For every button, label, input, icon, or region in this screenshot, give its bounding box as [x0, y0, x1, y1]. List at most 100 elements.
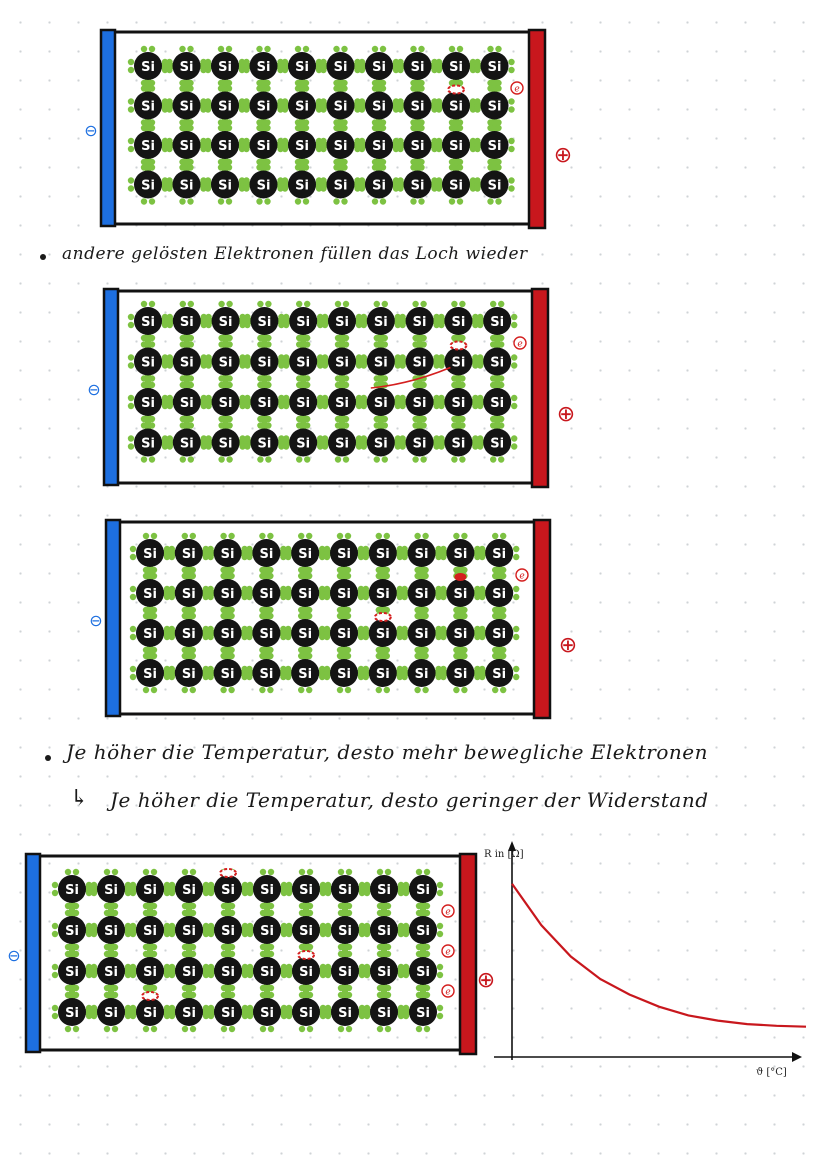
svg-text:Si: Si [453, 627, 467, 642]
svg-text:Si: Si [416, 924, 430, 939]
svg-text:Si: Si [182, 547, 196, 562]
svg-text:Si: Si [141, 356, 155, 371]
x-axis-arrowhead [792, 1052, 802, 1062]
svg-text:Si: Si [453, 547, 467, 562]
svg-text:Si: Si [296, 396, 310, 411]
svg-text:Si: Si [65, 883, 79, 898]
svg-text:Si: Si [488, 179, 502, 194]
svg-text:Si: Si [490, 315, 504, 330]
svg-text:Si: Si [259, 587, 273, 602]
free-electron-label: e [519, 572, 524, 582]
svg-text:Si: Si [334, 100, 348, 115]
svg-text:Si: Si [259, 627, 273, 642]
svg-text:Si: Si [141, 396, 155, 411]
svg-text:Si: Si [180, 356, 194, 371]
svg-text:Si: Si [298, 627, 312, 642]
svg-text:Si: Si [338, 883, 352, 898]
svg-text:Si: Si [449, 60, 463, 75]
minus-symbol: ⊖ [7, 946, 20, 965]
note-temperature-electrons: Je höher die Temperatur, desto mehr bewe… [66, 740, 708, 764]
svg-text:Si: Si [182, 587, 196, 602]
svg-text:Si: Si [337, 547, 351, 562]
svg-text:Si: Si [451, 396, 465, 411]
svg-text:Si: Si [180, 315, 194, 330]
crystal-lattice: SiSiSiSiSiSiSiSiSiSiSiSiSiSiSiSiSiSiSiSi… [22, 852, 518, 1074]
svg-text:Si: Si [338, 1006, 352, 1021]
svg-text:Si: Si [338, 965, 352, 980]
svg-text:Si: Si [337, 587, 351, 602]
svg-text:Si: Si [416, 883, 430, 898]
svg-text:Si: Si [143, 1006, 157, 1021]
svg-text:Si: Si [182, 1006, 196, 1021]
arrow-icon: ↳ [70, 786, 89, 811]
svg-text:Si: Si [259, 547, 273, 562]
svg-text:Si: Si [65, 965, 79, 980]
svg-text:Si: Si [221, 547, 235, 562]
svg-text:Si: Si [372, 179, 386, 194]
resistance-curve [512, 884, 806, 1027]
y-axis-label: R in [Ω] [484, 849, 524, 860]
bullet-point [40, 254, 46, 260]
svg-text:Si: Si [180, 139, 194, 154]
svg-text:Si: Si [413, 396, 427, 411]
plus-symbol: ⊕ [554, 143, 572, 168]
svg-text:Si: Si [335, 437, 349, 452]
svg-text:Si: Si [143, 587, 157, 602]
svg-text:Si: Si [377, 965, 391, 980]
svg-text:Si: Si [490, 437, 504, 452]
svg-text:Si: Si [180, 100, 194, 115]
svg-text:Si: Si [221, 965, 235, 980]
svg-text:Si: Si [257, 356, 271, 371]
svg-text:Si: Si [141, 315, 155, 330]
svg-text:Si: Si [141, 60, 155, 75]
crystal-lattice: SiSiSiSiSiSiSiSiSiSiSiSiSiSiSiSiSiSiSiSi… [97, 28, 587, 248]
filled-hole-marker [454, 573, 466, 581]
positive-electrode [534, 520, 550, 718]
svg-text:Si: Si [221, 924, 235, 939]
negative-electrode [104, 289, 118, 485]
svg-text:Si: Si [257, 396, 271, 411]
svg-text:Si: Si [488, 100, 502, 115]
svg-text:Si: Si [104, 1006, 118, 1021]
hole-marker [298, 951, 314, 959]
svg-text:Si: Si [298, 547, 312, 562]
svg-text:Si: Si [334, 139, 348, 154]
svg-text:Si: Si [490, 396, 504, 411]
svg-text:Si: Si [451, 356, 465, 371]
svg-text:Si: Si [260, 965, 274, 980]
free-electron-label: e [445, 988, 450, 998]
svg-text:Si: Si [257, 139, 271, 154]
positive-electrode [460, 854, 476, 1054]
svg-text:Si: Si [295, 60, 309, 75]
svg-text:Si: Si [104, 883, 118, 898]
crystal-lattice: SiSiSiSiSiSiSiSiSiSiSiSiSiSiSiSiSiSiSiSi… [100, 287, 590, 507]
minus-symbol: ⊖ [87, 380, 100, 399]
hole-marker [448, 86, 464, 94]
svg-text:Si: Si [374, 396, 388, 411]
svg-text:Si: Si [141, 139, 155, 154]
svg-text:Si: Si [372, 60, 386, 75]
svg-text:Si: Si [374, 315, 388, 330]
negative-electrode [106, 520, 120, 716]
svg-text:Si: Si [298, 587, 312, 602]
svg-text:Si: Si [257, 100, 271, 115]
positive-electrode [532, 289, 548, 487]
svg-text:Si: Si [338, 924, 352, 939]
svg-text:Si: Si [65, 924, 79, 939]
svg-text:Si: Si [411, 100, 425, 115]
svg-text:Si: Si [257, 315, 271, 330]
svg-text:Si: Si [335, 315, 349, 330]
svg-text:Si: Si [334, 179, 348, 194]
svg-text:Si: Si [296, 315, 310, 330]
svg-text:Si: Si [180, 437, 194, 452]
svg-text:Si: Si [374, 356, 388, 371]
svg-text:Si: Si [257, 60, 271, 75]
svg-text:Si: Si [295, 179, 309, 194]
svg-text:Si: Si [299, 965, 313, 980]
svg-text:Si: Si [372, 139, 386, 154]
plus-symbol: ⊕ [559, 633, 577, 658]
svg-text:Si: Si [218, 60, 232, 75]
svg-text:Si: Si [299, 924, 313, 939]
